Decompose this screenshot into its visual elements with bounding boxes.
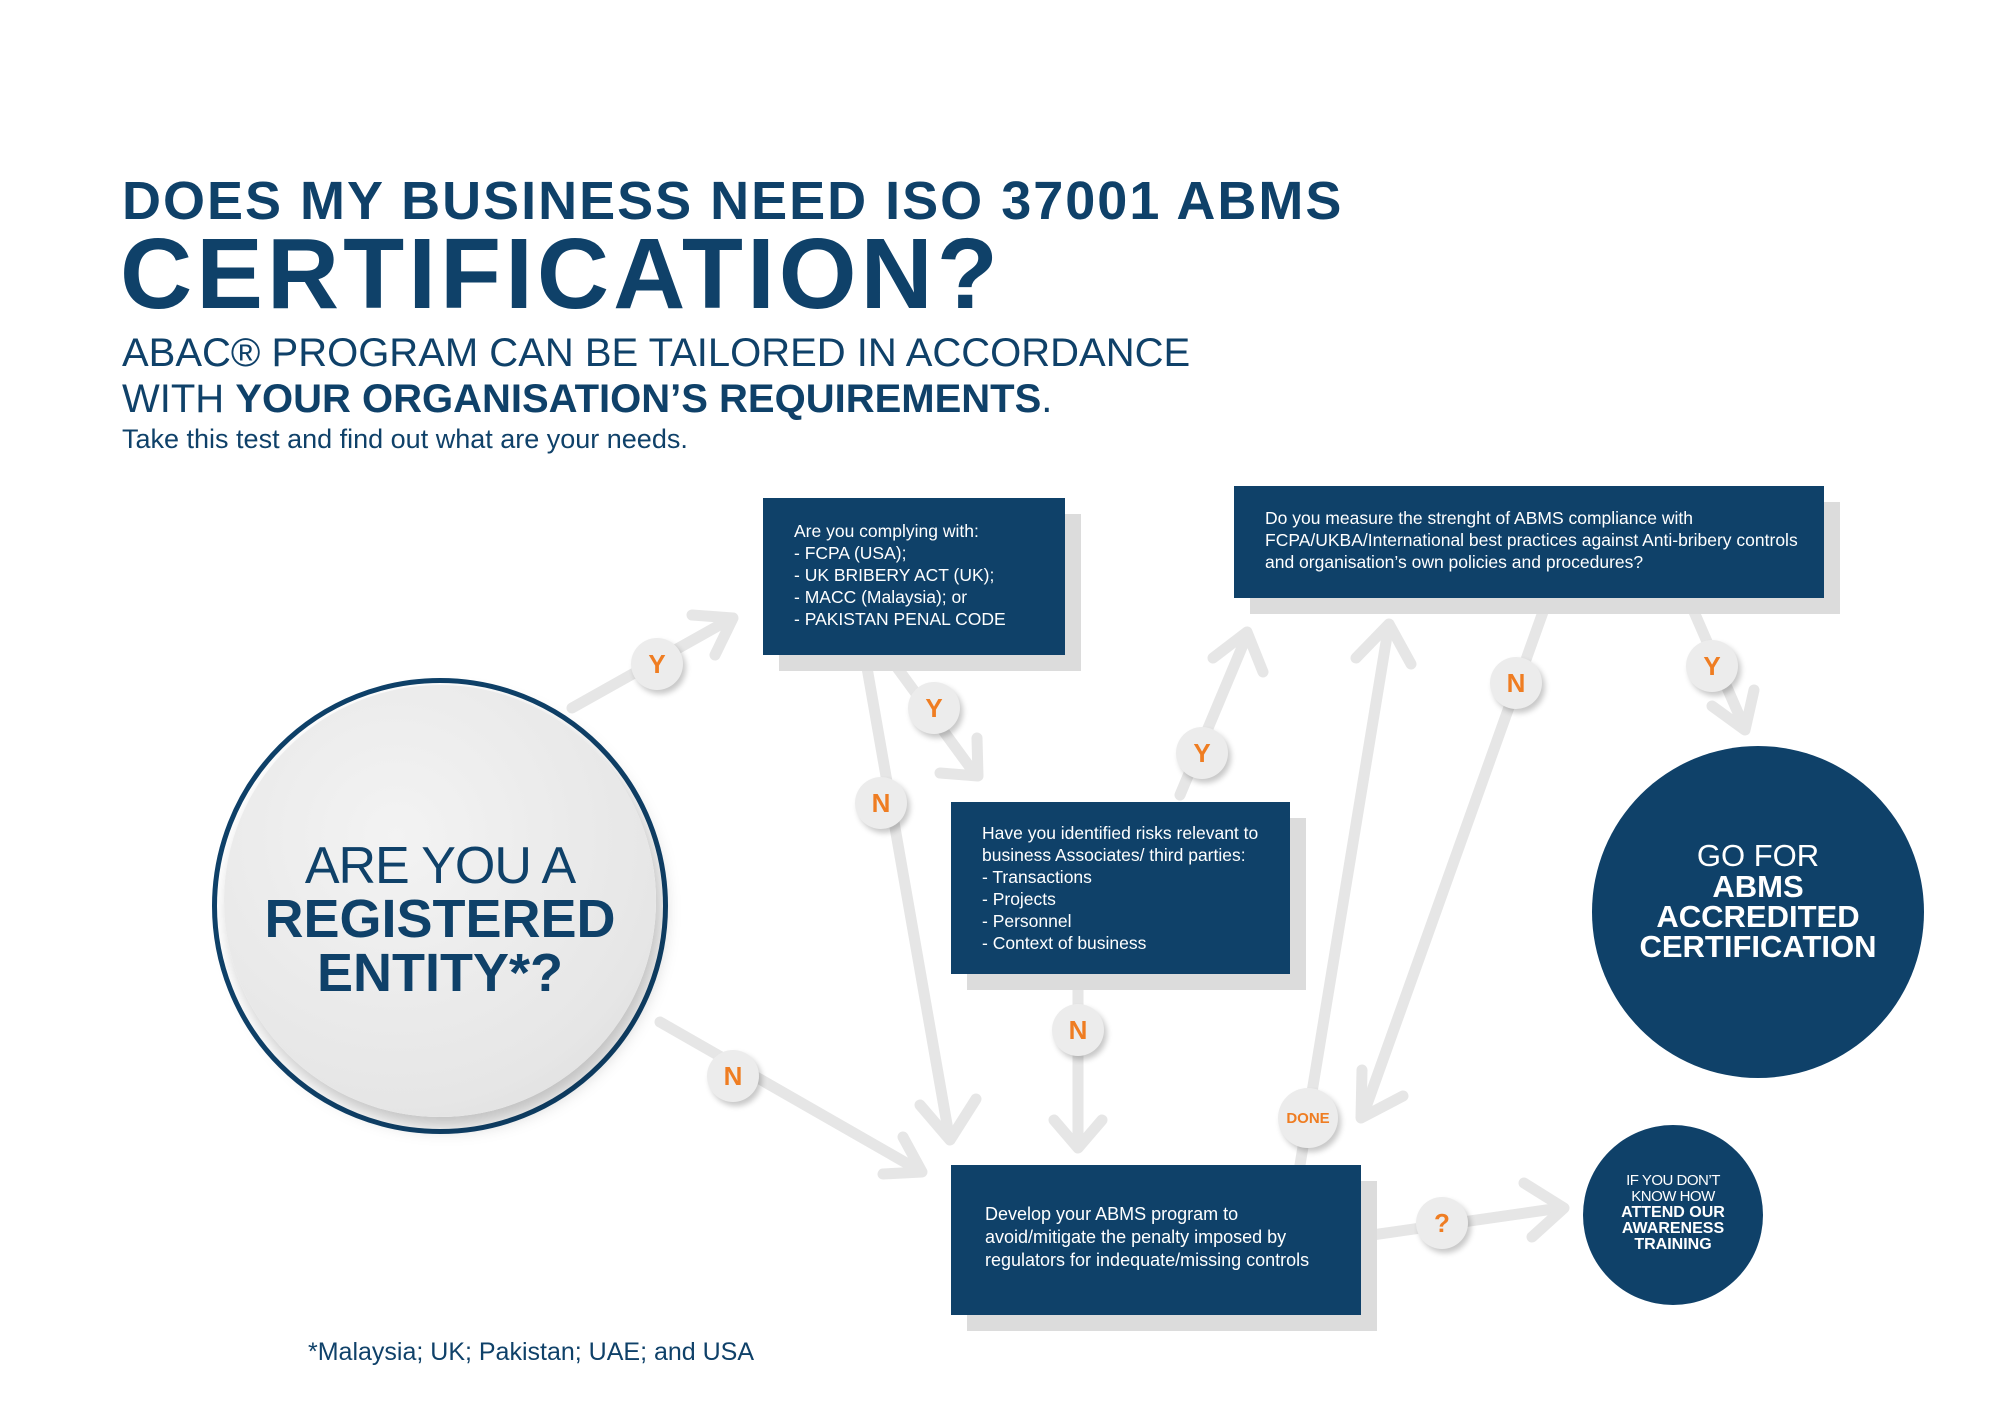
measure-line: Do you measure the strenght of ABMS comp… [1265,508,1693,528]
risks-box: Have you identified risks relevant to bu… [951,802,1290,974]
training-line-2: KNOW HOW [1631,1188,1715,1205]
arrowhead-measure-to-certification [1706,684,1760,736]
arrowhead-develop-to-training [1518,1177,1570,1243]
compliance-line: - UK BRIBERY ACT (UK); [794,565,995,585]
training-line-3: ATTEND OUR [1621,1204,1725,1221]
compliance-line: - PAKISTAN PENAL CODE [794,609,1006,629]
badge-no-measure: N [1490,657,1542,709]
badge-no-start: N [707,1050,759,1102]
training-line-1: IF YOU DON’T [1626,1172,1720,1189]
subtitle-line-2-prefix: WITH [122,377,236,421]
badge-no-risks: N [1052,1004,1104,1056]
badge-yes-start: Y [631,638,683,690]
training-line-4: AWARENESS [1621,1220,1725,1237]
arrowhead-develop-to-measure [1350,618,1417,670]
certification-line-3: ACCREDITED [1656,899,1860,934]
compliance-line: - MACC (Malaysia); or [794,587,968,607]
footnote: *Malaysia; UK; Pakistan; UAE; and USA [308,1338,755,1366]
badge-question: ? [1416,1197,1468,1249]
risks-line: Have you identified risks relevant to [982,823,1259,843]
start-circle [224,685,656,1117]
start-line-1: ARE YOU A [304,837,576,895]
start-line-3: ENTITY*? [316,943,563,1003]
compliance-box: Are you complying with: - FCPA (USA); - … [763,498,1065,655]
compliance-line: Are you complying with: [794,521,979,541]
compliance-line: - FCPA (USA); [794,543,907,563]
arrowhead-start-to-compliance [686,609,739,661]
badge-no-compliance: N [855,777,907,829]
measure-line: FCPA/UKBA/International best practices a… [1265,530,1798,550]
subtitle: ABAC® PROGRAM CAN BE TAILORED IN ACCORDA… [122,330,1190,422]
badge-yes-compliance: Y [908,682,960,734]
arrowhead-compliance-to-risks [934,732,984,782]
training-line-5: TRAINING [1634,1236,1712,1253]
arrowhead-risks-to-develop [1048,1114,1108,1154]
badge-yes-measure: Y [1686,640,1738,692]
risks-line: business Associates/ third parties: [982,845,1246,865]
subtitle-line-1: ABAC® PROGRAM CAN BE TAILORED IN ACCORDA… [122,331,1191,375]
arrow-develop-to-measure [1294,624,1394,1171]
subtitle-line-2-suffix: . [1041,377,1053,421]
start-question: ARE YOU A REGISTERED ENTITY*? [224,840,656,1000]
certification-circle: GO FOR ABMS ACCREDITED CERTIFICATION [1592,746,1924,1078]
develop-line: Develop your ABMS program to [985,1204,1239,1224]
certification-line-4: CERTIFICATION [1639,929,1877,964]
badge-yes-risks: Y [1176,727,1228,779]
certification-line-2: ABMS [1712,869,1804,904]
arrow-start-to-develop [654,1016,921,1174]
risks-line: - Personnel [982,911,1072,931]
arrow-compliance-to-develop [860,656,954,1136]
title-line-1: DOES MY BUSINESS NEED ISO 37001 ABMS [122,171,1344,231]
arrowhead-risks-to-measure [1207,626,1269,678]
develop-box: Develop your ABMS program to avoid/mitig… [951,1165,1361,1315]
intro-text: Take this test and find out what are you… [122,424,688,454]
develop-line: avoid/mitigate the penalty imposed by [985,1227,1287,1247]
start-line-2: REGISTERED [264,889,616,949]
risks-line: - Projects [982,889,1056,909]
measure-box: Do you measure the strenght of ABMS comp… [1234,486,1824,598]
arrowhead-compliance-to-develop [914,1093,982,1146]
risks-line: - Context of business [982,933,1147,953]
develop-line: regulators for indequate/missing control… [985,1250,1310,1270]
badge-done: DONE [1278,1088,1338,1148]
subtitle-line-2-bold: YOUR ORGANISATION’S REQUIREMENTS [235,377,1042,421]
training-circle: IF YOU DON’T KNOW HOW ATTEND OUR AWARENE… [1583,1125,1763,1305]
certification-line-1: GO FOR [1696,838,1820,873]
risks-line: - Transactions [982,867,1092,887]
arrowhead-start-to-develop [877,1131,928,1180]
measure-line: and organisation’s own policies and proc… [1265,552,1644,572]
arrowhead-measure-to-develop [1355,1064,1409,1124]
title-line-2: CERTIFICATION? [120,218,1002,330]
